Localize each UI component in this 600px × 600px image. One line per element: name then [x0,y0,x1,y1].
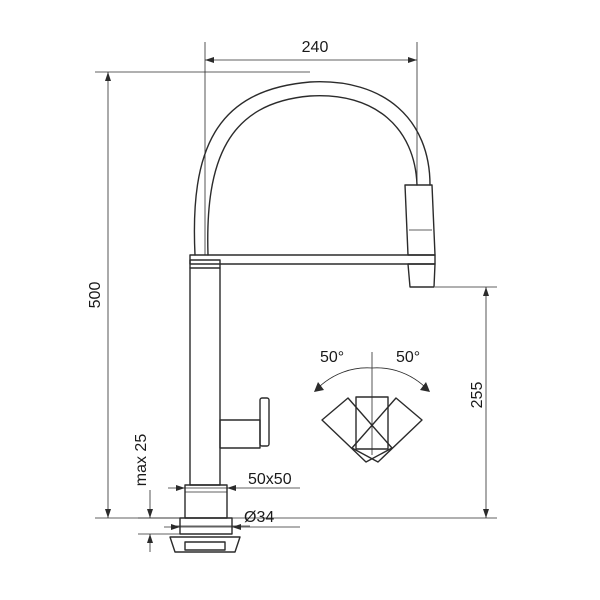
spray-head [404,184,436,256]
dimension-base-label: 50x50 [248,471,292,488]
dimension-height [95,71,310,519]
fixing-nut [184,541,226,551]
swivel-left-arrow [314,382,324,392]
dimension-max-thickness-label: max 25 [133,434,150,487]
faucet-column [189,259,221,486]
spray-head-bottom [407,263,436,288]
dimension-hole-label: Ø34 [244,509,274,526]
swivel-right-arc [371,367,427,389]
swivel-body-right [351,397,423,463]
dimension-base [168,485,300,491]
swivel-top-view [314,352,430,463]
faucet-side-view [169,81,436,553]
mount-thread [179,517,233,535]
dimension-width [204,42,418,255]
swivel-left-label: 50° [320,349,344,366]
dimension-spout-label: 255 [469,382,486,409]
swivel-body-left [321,397,393,463]
dimension-max-thickness [138,490,180,552]
base-block [184,484,228,519]
dimension-width-label: 240 [302,39,329,56]
fixing-plate [169,536,241,553]
hose-outer [193,81,431,256]
swivel-body-center [355,396,389,450]
dimension-hole [164,524,300,530]
handle-lever [259,397,270,447]
handle-body [219,419,261,449]
horizontal-arm [189,254,436,265]
swivel-left-arc [317,367,373,389]
hose-inner [207,95,418,256]
swivel-right-arrow [420,382,430,392]
dimension-height-label: 500 [87,282,104,309]
dimension-spout [250,286,497,519]
swivel-right-label: 50° [396,349,420,366]
